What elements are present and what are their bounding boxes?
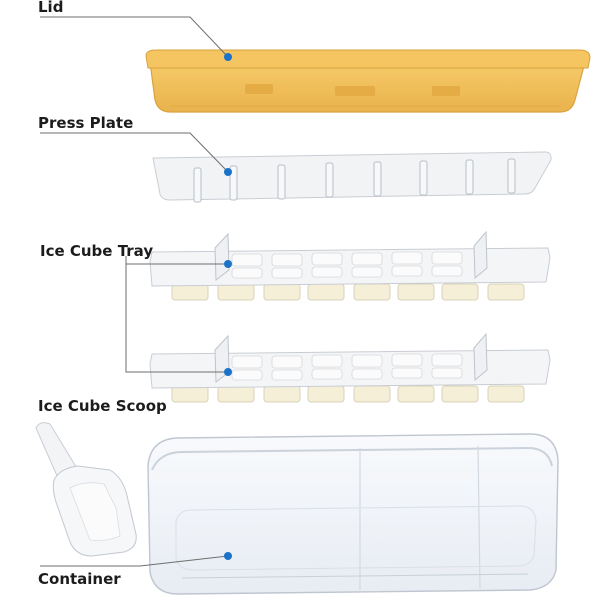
tray-cubes-upper [171,283,525,301]
dot-tray-lower [224,368,232,376]
container-rim [151,446,553,471]
lid-tab-3 [432,86,460,96]
ice-cube-scoop-part [35,422,137,557]
leader-lines [40,16,229,567]
dot-tray-upper [224,260,232,268]
container-body [147,433,559,595]
container-part [147,433,559,595]
leader-line-lid [40,16,229,58]
press-plate-part [152,151,552,203]
tray-body-upper [149,247,551,287]
dot-press-plate [224,168,232,176]
marker-dots [224,53,232,560]
lid-tab-2 [335,86,375,96]
press-plate-pegs [193,158,516,203]
container-divider-2 [477,445,481,589]
lid-tab-1 [245,84,273,94]
label-lid: Lid [38,0,64,16]
dot-lid [224,53,232,61]
tray-cubes-lower [171,385,525,403]
leader-line-container [40,555,229,567]
ice-cube-tray-upper [149,230,551,301]
lid-part [145,49,591,113]
tray-body-lower [149,349,551,389]
tray-cells-upper [231,251,463,279]
container-bottom [181,573,529,579]
scoop-inner [69,482,121,541]
lid-rim [145,49,591,69]
leader-line-tray-lower [125,264,228,373]
dot-container [224,552,232,560]
label-ice-cube-scoop: Ice Cube Scoop [38,397,167,415]
press-plate-body [152,151,552,201]
ice-cube-tray-lower [149,332,551,403]
tray-cells-lower [231,353,463,381]
container-inner-floor [175,505,537,571]
tray-divider-right-upper [473,230,488,280]
label-container: Container [38,570,121,588]
leader-line-press-plate [40,132,229,173]
tray-divider-right-lower [473,332,488,382]
label-press-plate: Press Plate [38,114,134,132]
tray-divider-left-upper [214,232,230,281]
label-ice-cube-tray: Ice Cube Tray [40,242,154,260]
